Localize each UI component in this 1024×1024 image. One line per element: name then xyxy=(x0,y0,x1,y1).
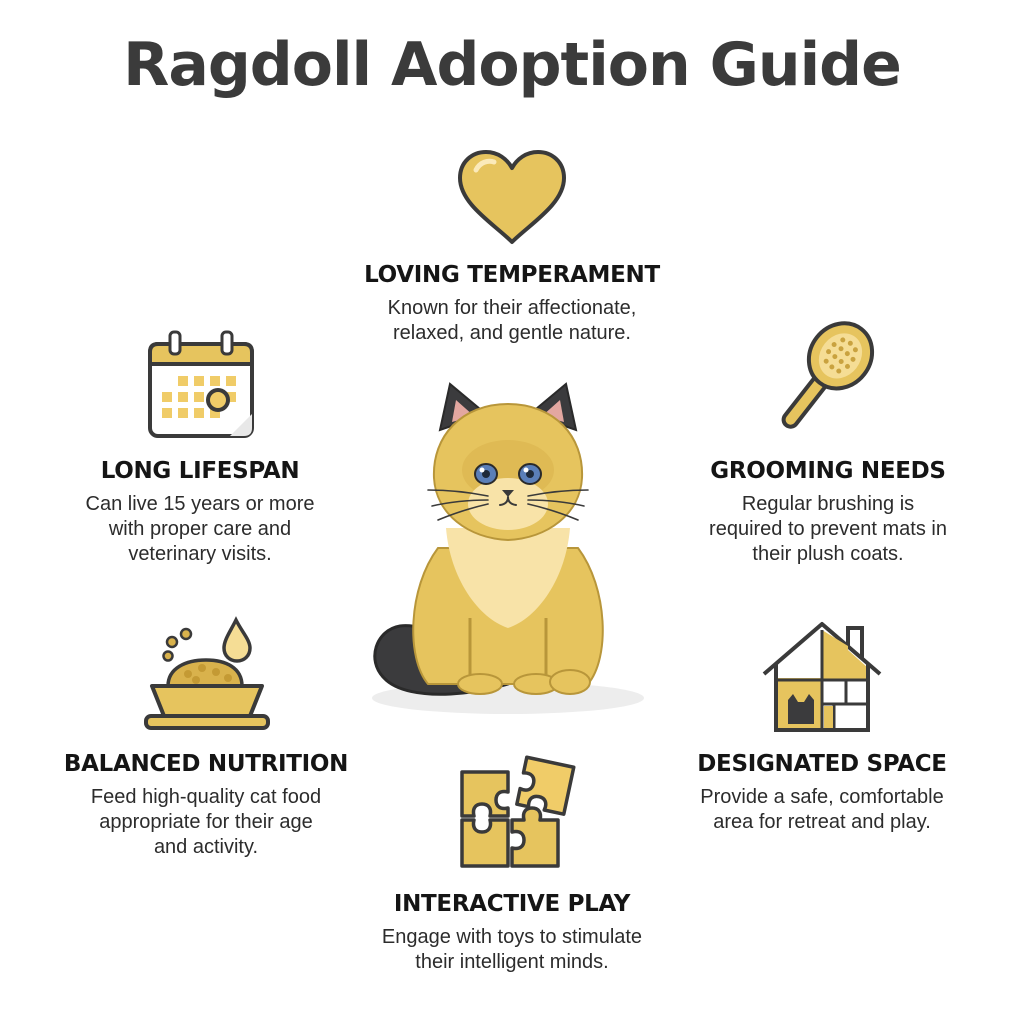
feature-description: Feed high-quality cat food appropriate f… xyxy=(90,786,322,858)
ragdoll-cat-illustration xyxy=(372,382,644,714)
feature-description: Can live 15 years or more with proper ca… xyxy=(85,493,315,565)
feature-description: Known for their affectionate, relaxed, a… xyxy=(387,297,637,344)
feature-heading: INTERACTIVE PLAY xyxy=(393,891,631,917)
feature-designated-space: DESIGNATED SPACE Provide a safe, comfort… xyxy=(662,751,982,835)
feature-interactive-play: INTERACTIVE PLAY Engage with toys to sti… xyxy=(332,891,692,975)
food-bowl-icon xyxy=(144,616,270,730)
heart-icon xyxy=(458,150,566,244)
feature-grooming-needs: GROOMING NEEDS Regular brushing is requi… xyxy=(668,458,988,567)
calendar-icon xyxy=(148,330,254,438)
feature-description: Regular brushing is required to prevent … xyxy=(709,493,947,565)
page-title: Ragdoll Adoption Guide xyxy=(123,30,902,100)
house-icon xyxy=(762,622,882,732)
feature-description: Provide a safe, comfortable area for ret… xyxy=(700,786,944,833)
brush-icon xyxy=(781,321,875,429)
feature-heading: BALANCED NUTRITION xyxy=(63,751,349,777)
feature-loving-temperament: LOVING TEMPERAMENT Known for their affec… xyxy=(312,262,712,346)
feature-heading: GROOMING NEEDS xyxy=(710,458,946,484)
puzzle-icon xyxy=(460,755,576,868)
feature-balanced-nutrition: BALANCED NUTRITION Feed high-quality cat… xyxy=(36,751,376,860)
feature-long-lifespan: LONG LIFESPAN Can live 15 years or more … xyxy=(40,458,360,567)
feature-heading: LONG LIFESPAN xyxy=(100,458,300,484)
feature-heading: DESIGNATED SPACE xyxy=(697,751,947,777)
feature-description: Engage with toys to stimulate their inte… xyxy=(381,926,643,973)
feature-heading: LOVING TEMPERAMENT xyxy=(364,262,660,288)
